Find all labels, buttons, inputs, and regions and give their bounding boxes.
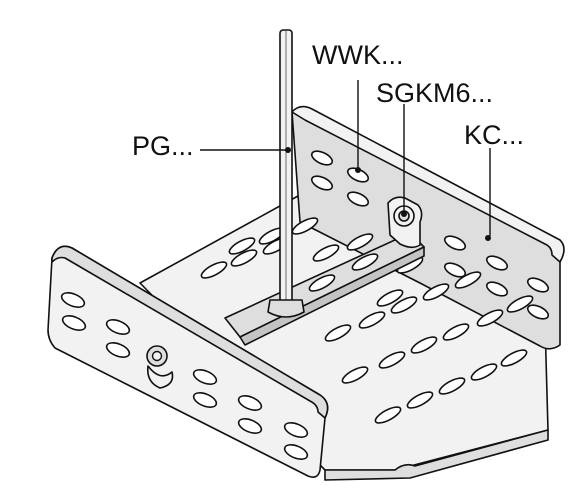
right-wall-slot	[485, 281, 509, 297]
floor-slot	[476, 309, 504, 327]
floor-slot	[358, 311, 386, 329]
floor-slot	[341, 366, 369, 384]
wall-connector-clip	[146, 365, 174, 389]
left-wall-slot	[192, 369, 218, 385]
floor-slot	[228, 237, 256, 255]
wwk-bracket-side	[239, 246, 425, 346]
floor-slot	[438, 377, 466, 395]
right-wall-slot	[346, 191, 370, 207]
tray-floor-front-edge	[324, 429, 549, 481]
floor-slot	[312, 244, 340, 262]
label-sgkm6-screw: SGKM6...	[376, 78, 494, 108]
right-wall-slot	[443, 235, 467, 251]
label-wwk-bracket: WWK...	[312, 40, 404, 70]
wall-connector-bolt	[151, 350, 163, 362]
floor-slot	[230, 249, 258, 267]
floor-slot	[200, 261, 228, 279]
left-wall-slot	[61, 315, 87, 331]
right-wall-slot	[526, 277, 550, 293]
floor-slot	[378, 351, 406, 369]
leader-dot-sgkm6	[401, 211, 407, 217]
right-wall-slot	[310, 175, 334, 191]
left-wall-slot	[105, 319, 131, 335]
floor-slot	[506, 295, 534, 313]
left-wall-slot	[237, 418, 263, 434]
floor-slot	[500, 349, 528, 367]
leader-dot-kc	[485, 235, 491, 241]
pg-rod-nut	[267, 299, 305, 318]
floor-slot	[324, 324, 352, 342]
left-wall-slot	[237, 395, 263, 411]
floor-slot	[376, 289, 404, 307]
right-wall-slot	[526, 304, 550, 320]
left-wall-slot	[60, 292, 86, 308]
floor-slot	[406, 391, 434, 409]
label-kc-cable-tray: KC...	[464, 120, 525, 150]
left-wall-slot	[283, 444, 309, 460]
leader-dot-pg	[285, 147, 291, 153]
floor-slot	[374, 406, 402, 424]
right-wall-slot	[443, 262, 467, 278]
floor-slot	[390, 296, 418, 314]
left-wall-slot	[192, 392, 218, 408]
floor-slot	[346, 233, 374, 251]
floor-slot	[422, 283, 450, 301]
floor-slot	[454, 271, 482, 289]
right-wall-slot	[485, 255, 509, 271]
floor-slot	[442, 323, 470, 341]
right-wall-top-rolled-edge	[291, 105, 565, 263]
bracket-slot	[351, 253, 379, 271]
left-wall-slot	[105, 342, 131, 358]
floor-slot	[410, 336, 438, 354]
bracket-slot	[308, 274, 336, 292]
floor-slot	[470, 363, 498, 381]
left-wall-top-rolled-edge	[51, 245, 329, 419]
label-pg-threaded-rod: PG...	[132, 131, 194, 161]
right-wall-slot	[310, 150, 334, 166]
leader-dot-wwk	[355, 167, 361, 173]
left-wall-slot	[283, 422, 309, 438]
